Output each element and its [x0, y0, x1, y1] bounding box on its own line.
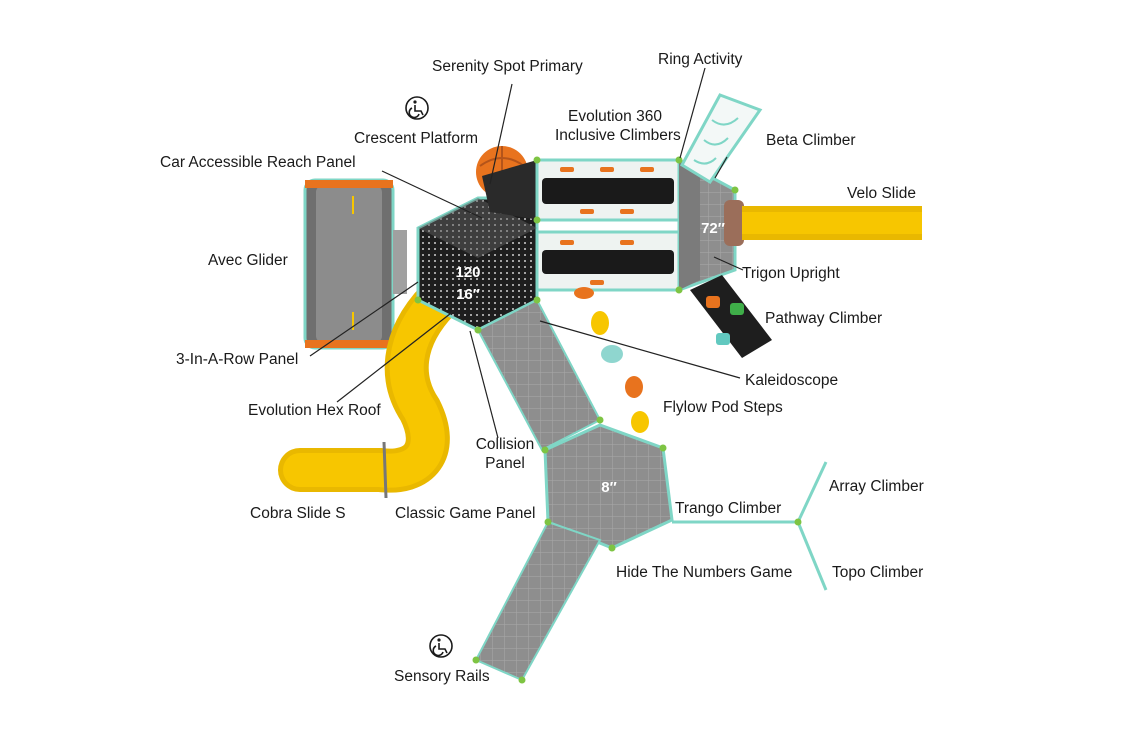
- pathway-climber: [690, 275, 772, 358]
- label-collision-line2: Panel: [485, 455, 525, 472]
- beta-climber: [679, 93, 763, 185]
- height-label-hex-bottom: 16″: [456, 286, 480, 303]
- leader-lines: [309, 67, 744, 439]
- label-sensory-rails: Sensory Rails: [394, 668, 490, 685]
- label-car-accessible-reach-panel: Car Accessible Reach Panel: [160, 154, 356, 171]
- label-trango-climber: Trango Climber: [675, 500, 782, 517]
- array-topo-climber-frame: [672, 461, 828, 591]
- label-crescent-platform: Crescent Platform: [354, 130, 479, 147]
- flylow-pod-steps: [574, 287, 649, 433]
- evolution-hex-roof: [416, 160, 540, 332]
- avec-glider: [303, 178, 407, 350]
- deck-right: [677, 157, 744, 293]
- label-flylow-pod-steps: Flylow Pod Steps: [663, 399, 783, 416]
- label-hide-the-numbers-game: Hide The Numbers Game: [616, 564, 793, 581]
- label-classic-game-panel: Classic Game Panel: [395, 505, 536, 522]
- posts: [414, 156, 802, 684]
- label-serenity-spot: Serenity Spot Primary: [432, 58, 583, 75]
- label-evolution-360-line2: Inclusive Climbers: [555, 127, 681, 144]
- label-kaleidoscope: Kaleidoscope: [745, 372, 839, 389]
- height-label-hex-top: 120: [455, 264, 480, 281]
- evolution-360-climbers: [535, 158, 681, 292]
- label-evolution-360-line1: Evolution 360: [568, 108, 662, 125]
- label-avec-glider: Avec Glider: [208, 252, 288, 269]
- label-topo-climber: Topo Climber: [832, 564, 924, 581]
- wheelchair-accessible-icon: [405, 96, 429, 120]
- ramp-lower: [474, 520, 602, 682]
- wheelchair-accessible-icon: [429, 634, 453, 658]
- label-3-in-a-row-panel: 3-In-A-Row Panel: [176, 351, 299, 368]
- label-evolution-360: Evolution 360 Inclusive Climbers: [555, 107, 681, 145]
- ramp-upper: [476, 298, 602, 452]
- label-evolution-hex-roof: Evolution Hex Roof: [248, 402, 381, 419]
- height-label-right-deck: 72″: [701, 220, 725, 237]
- velo-slide: [742, 206, 922, 240]
- label-trigon-upright: Trigon Upright: [742, 265, 840, 282]
- cobra-slide: [278, 278, 460, 499]
- label-pathway-climber: Pathway Climber: [765, 310, 883, 327]
- label-collision-panel: Collision Panel: [468, 435, 542, 473]
- label-beta-climber: Beta Climber: [766, 132, 856, 149]
- label-array-climber: Array Climber: [829, 478, 924, 495]
- label-velo-slide: Velo Slide: [847, 185, 916, 202]
- height-label-center-deck: 8″: [601, 479, 617, 496]
- label-cobra-slide: Cobra Slide S: [250, 505, 346, 522]
- label-ring-activity: Ring Activity: [658, 51, 743, 68]
- label-collision-line1: Collision: [475, 436, 535, 453]
